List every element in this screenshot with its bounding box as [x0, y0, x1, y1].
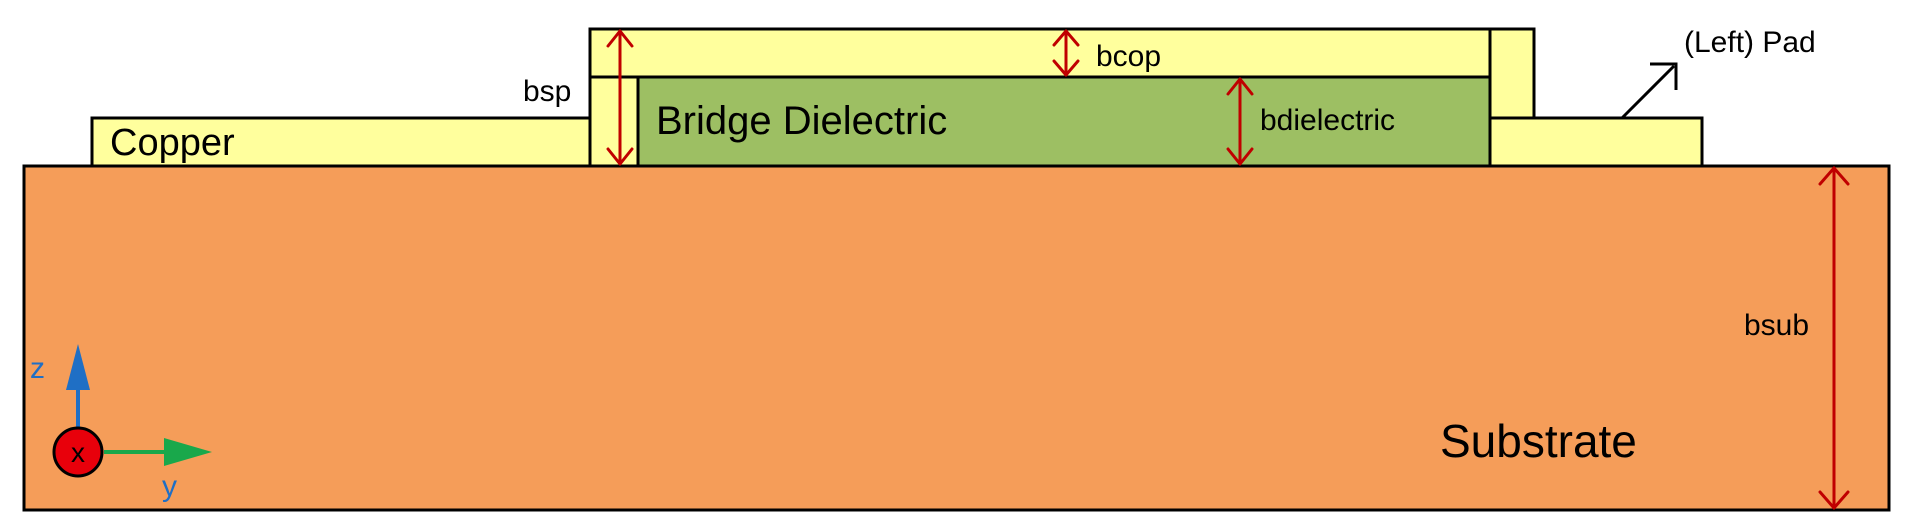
bdielectric-dimension-label: bdielectric [1260, 104, 1395, 137]
left-pad-label: (Left) Pad [1684, 26, 1816, 59]
right-pad-lower [1488, 116, 1704, 168]
x-axis-out-of-page-marker [52, 426, 104, 478]
bcop-dimension-label: bcop [1096, 40, 1161, 73]
bsub-dimension-label: bsub [1744, 309, 1809, 342]
x-axis-label: x [71, 437, 85, 468]
z-axis-label: z [30, 352, 45, 385]
copper-label: Copper [110, 122, 235, 164]
bridge-support-post-right [1488, 27, 1536, 120]
bridge-top-copper [588, 27, 1492, 79]
bsp-dimension-arrow [606, 29, 634, 166]
left-pad-pointer-arrow [1620, 62, 1678, 120]
copper-layer-left [90, 116, 592, 168]
bsub-dimension-arrow [1818, 166, 1850, 510]
y-axis-label: y [162, 470, 177, 503]
y-axis-arrow [104, 438, 212, 466]
bdielectric-dimension-arrow [1226, 77, 1254, 166]
substrate-label: Substrate [1440, 415, 1637, 467]
bcop-dimension-arrow [1052, 29, 1080, 77]
bridge-dielectric-label: Bridge Dielectric [656, 99, 947, 143]
substrate-layer [22, 164, 1891, 512]
bridge-dielectric-layer [636, 75, 1492, 168]
bsp-dimension-label: bsp [523, 75, 571, 108]
